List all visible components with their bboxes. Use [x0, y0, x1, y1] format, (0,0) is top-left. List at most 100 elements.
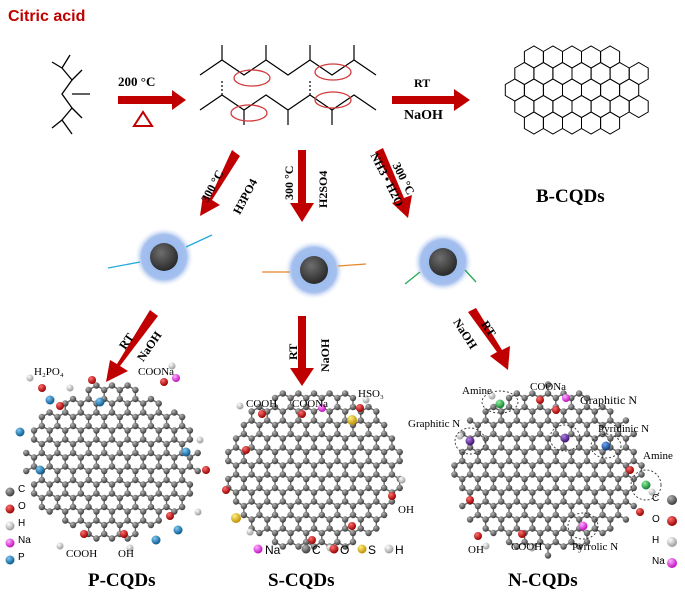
n-pyrrolic-label: Pyrrolic N: [572, 541, 619, 553]
p-cqd-carbon-atom: [108, 382, 116, 389]
n-cqd-carbon-atom: [614, 457, 622, 465]
s-cqd-carbon-atom: [349, 511, 357, 519]
p-cqd-carbon-atom: [38, 476, 46, 484]
n-cqd-carbon-atom: [466, 516, 474, 523]
s-cqd-carbon-atom: [357, 498, 364, 505]
p-cqd-carbon-atom: [77, 517, 85, 524]
s-cqd-carbon-atom: [318, 430, 325, 438]
p-cqd-carbon-atom: [186, 454, 194, 461]
s-cqd-carbon-atom: [287, 511, 294, 519]
s-dot: [284, 240, 344, 300]
n-cqd-carbon-atom: [622, 435, 630, 442]
s-cqd-carbon-atom: [326, 444, 333, 451]
p-cqd-carbon-atom: [171, 481, 178, 488]
n-cqd-carbon-atom: [607, 462, 614, 469]
s-oxygen-atom: [348, 522, 356, 530]
n-cqd-carbon-atom: [614, 421, 622, 429]
n-cqd-carbon-atom: [521, 421, 528, 429]
p-cqd-carbon-atom: [155, 481, 162, 488]
n-cqd-carbon-atom: [521, 502, 528, 510]
s-cqd-carbon-atom: [287, 448, 294, 456]
p-cqd-carbon-atom: [116, 494, 123, 502]
s-cqd-carbon-atom: [271, 475, 279, 483]
n-cqd-carbon-atom: [466, 471, 474, 478]
n-cqd-carbon-atom: [607, 489, 614, 496]
p-cqd-carbon-atom: [155, 508, 162, 515]
p-phosphorus-atom: [151, 535, 161, 545]
n-cqd-carbon-atom: [575, 462, 583, 469]
s-cqd-carbon-atom: [310, 435, 318, 442]
p-cqd-carbon-atom: [108, 400, 116, 407]
s-cqd-carbon-atom: [365, 403, 372, 411]
p-cqd-carbon-atom: [116, 467, 123, 475]
p-cqd-carbon-atom: [54, 476, 61, 484]
s-cqd-carbon-atom: [264, 471, 271, 478]
s-cqd-carbon-atom: [365, 502, 372, 510]
s-cqd-carbon-atom: [232, 498, 240, 505]
arrow-to-n-cqd: [468, 308, 510, 370]
p-cqd-carbon-atom: [178, 440, 186, 448]
p-cqd-carbon-atom: [101, 386, 108, 394]
n-cqd-carbon-atom: [474, 475, 482, 483]
p-cqd-carbon-atom: [139, 436, 147, 443]
n-cqd-carbon-atom: [575, 417, 583, 424]
s-cqd-carbon-atom: [341, 435, 349, 442]
n-cqd-carbon-atom: [560, 471, 567, 478]
p-cqd-carbon-atom: [38, 503, 46, 511]
n-cqd-carbon-atom: [568, 403, 575, 411]
s-cqd-carbon-atom: [287, 538, 294, 546]
n-cqd-carbon-atom: [544, 498, 552, 505]
n-cqd-carbon-atom: [599, 421, 606, 429]
s-cqd-atoms: [222, 390, 406, 552]
p-hydrogen-atom: [194, 508, 202, 516]
s-cqd-carbon-atom: [341, 525, 349, 532]
s-legend-s: S: [368, 543, 377, 557]
n-cqd-carbon-atom: [552, 529, 559, 537]
p-cqd-carbon-atom: [93, 517, 100, 524]
s-cqd-carbon-atom: [264, 516, 271, 523]
n-cqd-carbon-atom: [622, 444, 630, 451]
p-cqd-carbon-atom: [171, 436, 178, 443]
s-cqd-carbon-atom: [287, 430, 294, 438]
p-cqd-carbon-atom: [38, 413, 46, 421]
n-cqd-carbon-atom: [529, 489, 536, 496]
n-cqd-carbon-atom: [498, 489, 505, 496]
n-cqd-carbon-atom: [560, 516, 567, 523]
s-cqd-carbon-atom: [279, 390, 287, 397]
n-cqd-carbon-atom: [568, 394, 575, 402]
n-cqd-carbon-atom: [490, 484, 497, 492]
p-cqd-carbon-atom: [155, 517, 162, 524]
p-cqd-carbon-atom: [62, 517, 69, 524]
n-cqds-label: N-CQDs: [508, 570, 578, 591]
s-cqd-carbon-atom: [287, 502, 294, 510]
s-cqd-carbon-atom: [248, 462, 255, 469]
s-sulfur-atom: [231, 513, 241, 523]
n-cqd-carbon-atom: [537, 511, 544, 519]
n-cqd-carbon-atom: [630, 484, 637, 492]
n-cqd-carbon-atom: [638, 462, 645, 469]
s-cqd-carbon-atom: [334, 511, 341, 519]
n-cqd-carbon-atom: [607, 408, 614, 415]
p-legend-swatch: [5, 538, 15, 548]
s-cqd-carbon-atom: [264, 417, 271, 424]
n-cqd-carbon-atom: [568, 511, 575, 519]
p-cqd-carbon-atom: [93, 463, 100, 470]
s-legend-swatch: [384, 544, 394, 554]
s-cqd-carbon-atom: [256, 502, 263, 510]
s-cqd-carbon-atom: [256, 448, 263, 456]
n-cqd-carbon-atom: [591, 525, 598, 532]
s-cqd-carbon-atom: [357, 471, 364, 478]
p-cqd-carbon-atom: [124, 454, 131, 461]
n-cqd-carbon-atom: [490, 403, 497, 411]
n-cqd-carbon-atom: [513, 516, 521, 523]
p-cqd-carbon-atom: [101, 503, 108, 511]
p-cqd-carbon-atom: [54, 440, 61, 448]
n-cqd-carbon-atom: [622, 498, 630, 505]
s-cqd-carbon-atom: [326, 516, 333, 523]
n-cqd-carbon-atom: [591, 462, 598, 469]
arrow-step1: [118, 90, 186, 110]
n-cqd-carbon-atom: [599, 430, 606, 438]
n-cqd-carbon-atom: [466, 444, 474, 451]
p-cqd-carbon-atom: [194, 449, 201, 457]
